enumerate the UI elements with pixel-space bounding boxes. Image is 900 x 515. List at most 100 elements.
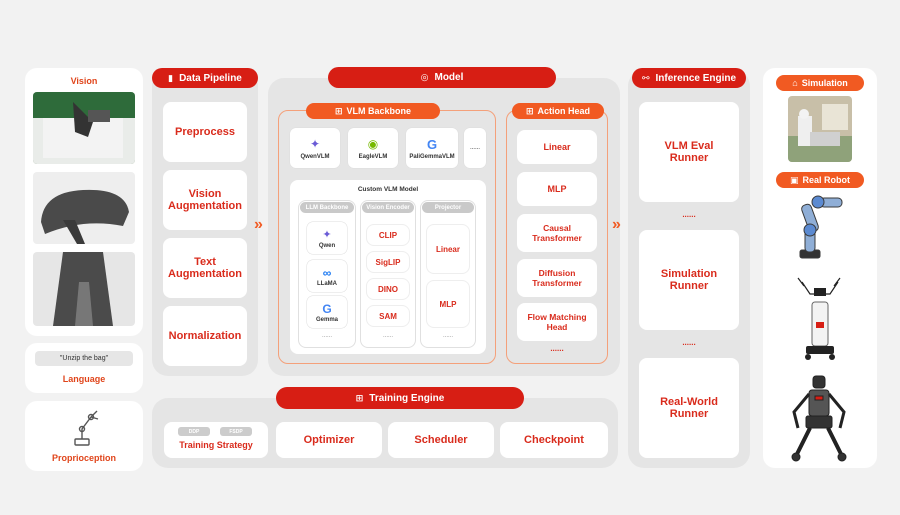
real-robot-header: ▣ Real Robot bbox=[776, 172, 864, 188]
encoder-item-clip: CLIP bbox=[366, 224, 410, 246]
training-item-checkpoint: Checkpoint bbox=[500, 422, 608, 458]
robot-icon: ▣ bbox=[789, 174, 799, 185]
bar-chart-icon: ▮ bbox=[168, 72, 174, 83]
pipeline-item-normalization: Normalization bbox=[163, 306, 247, 366]
projector-header: Projector bbox=[422, 202, 474, 213]
action-item-linear: Linear bbox=[517, 130, 597, 164]
action-item-mlp: MLP bbox=[517, 172, 597, 206]
llm-item-gemma-label: Gemma bbox=[315, 316, 338, 323]
projector-item-linear: Linear bbox=[426, 224, 470, 274]
house-icon: ⌂ bbox=[792, 78, 798, 88]
pipeline-item-vision-augmentation: Vision Augmentation bbox=[163, 170, 247, 230]
training-item-optimizer: Optimizer bbox=[276, 422, 382, 458]
data-pipeline-header: ▮ Data Pipeline bbox=[152, 68, 258, 88]
target-icon: ◎ bbox=[420, 72, 429, 82]
llm-item-qwen-label: Qwen bbox=[318, 242, 336, 249]
eagle-icon: ◉ bbox=[367, 136, 379, 151]
humanoid-robot-image bbox=[791, 375, 847, 462]
vlm-model-paligemma: G PaliGemmaVLM bbox=[406, 128, 458, 168]
custom-vlm-title: Custom VLM Model bbox=[357, 186, 419, 193]
vlm-backbone-header: ⊞ VLM Backbone bbox=[306, 103, 440, 119]
qwen-icon: ✦ bbox=[309, 136, 321, 151]
arrow-right-icon: » bbox=[254, 216, 263, 233]
nodes-icon: ⚯ bbox=[641, 72, 650, 83]
arrow-right-icon: » bbox=[612, 216, 621, 233]
projector-item-mlp: MLP bbox=[426, 280, 470, 328]
training-strategy-card: DDP FSDP Training Strategy bbox=[164, 422, 268, 458]
vision-panel: Vision bbox=[25, 68, 143, 336]
hierarchy-icon: ⊞ bbox=[334, 105, 343, 116]
grid-icon: ⊞ bbox=[355, 392, 364, 403]
action-item-flow-matching-head: Flow Matching Head bbox=[517, 303, 597, 341]
pipeline-item-text-augmentation: Text Augmentation bbox=[163, 238, 247, 298]
runner-real-world: Real-World Runner bbox=[639, 358, 739, 458]
runner-more-2: ...... bbox=[682, 338, 696, 347]
llm-item-qwen: ✦ Qwen bbox=[307, 222, 347, 254]
llm-item-llama: ∞ LLaMA bbox=[307, 260, 347, 292]
google-icon: G bbox=[322, 301, 332, 316]
pipeline-item-preprocess: Preprocess bbox=[163, 102, 247, 162]
action-head-header: ⊞ Action Head bbox=[512, 103, 604, 119]
vision-image-2 bbox=[33, 172, 135, 244]
tag-fsdp: FSDP bbox=[220, 427, 252, 436]
vlm-model-more: ...... bbox=[464, 128, 486, 168]
llm-backbone-column bbox=[298, 200, 356, 348]
vlm-model-paligemma-label: PaliGemmaVLM bbox=[409, 153, 455, 160]
model-title: Model bbox=[434, 72, 464, 83]
encoder-item-dino: DINO bbox=[366, 278, 410, 300]
action-item-causal-transformer: Causal Transformer bbox=[517, 214, 597, 252]
model-header: ◎ Model bbox=[328, 67, 556, 88]
data-pipeline-title: Data Pipeline bbox=[179, 72, 242, 84]
real-robot-label: Real Robot bbox=[802, 175, 851, 185]
proprioception-panel: Proprioception bbox=[25, 401, 143, 471]
inference-engine-header: ⚯ Inference Engine bbox=[632, 68, 746, 88]
encoder-item-sam: SAM bbox=[366, 305, 410, 327]
vision-label: Vision bbox=[70, 76, 98, 86]
runner-simulation: Simulation Runner bbox=[639, 230, 739, 330]
training-engine-header: ⊞ Training Engine bbox=[276, 387, 524, 409]
hierarchy-icon: ⊞ bbox=[525, 105, 534, 116]
robot-arm-icon bbox=[74, 410, 99, 446]
language-panel: "Unzip the bag" Language bbox=[25, 343, 143, 393]
language-label: Language bbox=[62, 374, 106, 384]
proprioception-label: Proprioception bbox=[51, 453, 116, 463]
meta-icon: ∞ bbox=[322, 265, 332, 280]
vision-encoder-header: Vision Encoder bbox=[362, 202, 414, 213]
training-item-scheduler: Scheduler bbox=[388, 422, 494, 458]
vlm-model-more-label: ...... bbox=[469, 145, 480, 151]
training-strategy-label: Training Strategy bbox=[179, 440, 253, 450]
llm-item-llama-label: LLaMA bbox=[317, 280, 337, 287]
projector-column bbox=[420, 200, 476, 348]
action-more: ...... bbox=[550, 344, 564, 353]
simulation-header: ⌂ Simulation bbox=[776, 75, 864, 91]
action-item-diffusion-transformer: Diffusion Transformer bbox=[517, 259, 597, 297]
vlm-backbone-title: VLM Backbone bbox=[346, 106, 412, 116]
training-engine-title: Training Engine bbox=[369, 392, 445, 404]
inference-engine-title: Inference Engine bbox=[655, 72, 737, 84]
vlm-model-eagle-label: EagleVLM bbox=[358, 153, 388, 160]
vision-encoder-column bbox=[360, 200, 416, 348]
ur-arm-robot-image bbox=[799, 195, 843, 259]
vlm-model-qwen-label: QwenVLM bbox=[300, 153, 330, 160]
simulation-image bbox=[788, 96, 852, 162]
vlm-model-eagle: ◉ EagleVLM bbox=[348, 128, 398, 168]
projector-more: ...... bbox=[442, 333, 453, 339]
qwen-icon: ✦ bbox=[322, 228, 332, 241]
vision-image-1 bbox=[33, 92, 135, 164]
tag-ddp: DDP bbox=[178, 427, 210, 436]
llm-more: ...... bbox=[321, 333, 332, 339]
runner-more-1: ...... bbox=[682, 210, 696, 219]
encoder-item-siglip: SigLIP bbox=[366, 251, 410, 273]
language-quote-box: "Unzip the bag" bbox=[35, 351, 133, 366]
llm-item-gemma: G Gemma bbox=[307, 296, 347, 328]
google-icon: G bbox=[426, 136, 438, 152]
encoder-more: ...... bbox=[382, 333, 393, 339]
simulation-label: Simulation bbox=[801, 78, 848, 88]
dual-arm-robot-image bbox=[797, 277, 841, 360]
runner-vlm-eval: VLM Eval Runner bbox=[639, 102, 739, 202]
action-head-title: Action Head bbox=[537, 106, 591, 116]
vision-image-3 bbox=[33, 252, 135, 326]
language-quote: "Unzip the bag" bbox=[59, 355, 109, 362]
vlm-model-qwen: ✦ QwenVLM bbox=[290, 128, 340, 168]
llm-backbone-header: LLM Backbone bbox=[300, 202, 354, 213]
